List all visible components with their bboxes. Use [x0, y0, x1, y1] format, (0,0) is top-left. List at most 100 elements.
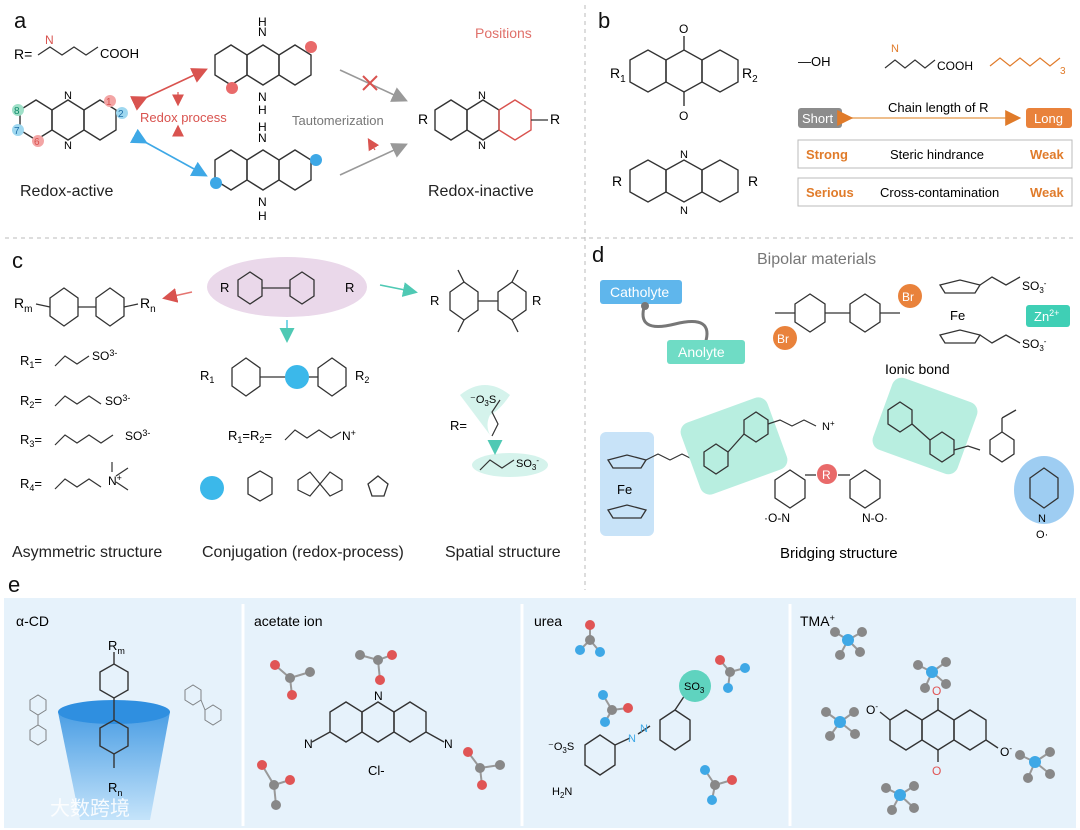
fe-label-ionic: Fe [950, 308, 965, 323]
bottom-n: N [258, 131, 267, 145]
bridging-label: Bridging structure [780, 545, 898, 562]
acetate-molecules [257, 650, 505, 810]
box-urea-title: urea [534, 613, 562, 629]
thiazolothiazole-spacer [297, 471, 343, 497]
so3-top: SO3- [1022, 279, 1047, 295]
redox-arrow-red [130, 68, 208, 111]
box-tma-title: TMA+ [800, 613, 835, 629]
tempo-highlight [1014, 456, 1074, 524]
ext-r2: R2 [355, 368, 369, 385]
steric-right: Weak [1030, 147, 1064, 162]
chloride-label: Cl- [368, 763, 385, 778]
panel-b-letter: b [598, 8, 610, 33]
zn-label: Zn2+ [1034, 308, 1059, 324]
viologen-rn: Rn [140, 295, 156, 315]
long-badge [1026, 108, 1072, 128]
ammonium-n: N+ [822, 419, 835, 433]
crosscon-left: Serious [806, 185, 854, 200]
cooh-b: COOH [937, 59, 973, 73]
crosscon-row [797, 177, 1073, 207]
ferrocene-ionic [938, 276, 1021, 344]
azo-dye [584, 694, 691, 776]
svg-text:Br: Br [777, 332, 789, 346]
urea-h2n: H2N [552, 786, 572, 800]
top-h-bottom: H [258, 103, 267, 117]
inactive-n-top: N [478, 90, 486, 102]
positions-title: Positions [475, 25, 532, 41]
redox-inactive-label: Redox-inactive [428, 183, 534, 200]
svg-text:R1=: R1= [20, 353, 42, 370]
tempo-o-right: O· [1036, 529, 1048, 541]
box-acetate-title: acetate ion [254, 613, 323, 629]
tautomer-arrow-bottom [339, 143, 408, 176]
anolyte-label: Anolyte [678, 344, 725, 360]
peg-subscript: 3 [1060, 66, 1066, 77]
benzene-spacer [247, 470, 273, 502]
short-badge [798, 108, 842, 128]
top-n-bottom: N [258, 90, 267, 104]
position-1: 1 [106, 97, 112, 108]
crosscon-mid: Cross-contamination [880, 185, 999, 200]
r1-r2-n: N+ [342, 428, 356, 443]
phz-r-right: R [748, 173, 758, 189]
viologen-ellipse [207, 257, 367, 317]
viologen-highlight-2 [872, 377, 978, 475]
steric-mid: Steric hindrance [890, 147, 984, 162]
redox-process-label: Redox process [140, 110, 227, 125]
r-group-cooh: COOH [100, 46, 139, 61]
br-bottom [773, 326, 797, 350]
cd-rm: Rm [108, 638, 125, 656]
center-r-left: R [220, 280, 229, 295]
aq-o-minus-left: O- [866, 702, 878, 717]
inactive-r-left: R [418, 111, 428, 127]
urea-molecules [575, 620, 750, 805]
viologen-ionic [775, 293, 900, 333]
phenazine-n-top: N [64, 90, 72, 102]
spatial-r-def: R= [450, 418, 467, 433]
top-h: H [258, 15, 267, 29]
r1-r2-def: R1=R2= [228, 428, 272, 445]
catholyte-label: Catholyte [610, 284, 669, 300]
phenazine-n-bottom: N [64, 140, 72, 152]
position-2: 2 [118, 109, 124, 120]
redox-arrow-blue [129, 128, 208, 177]
cd-rn: Rn [108, 780, 122, 798]
svg-text:SO3-: SO3- [92, 348, 117, 363]
tempo-n-right: N [1038, 513, 1046, 525]
panel-d: d Bipolar materials Catholyte Anolyte Br… [592, 242, 1074, 562]
ester-tempo [989, 409, 1017, 463]
so3-bottom: SO3- [1022, 337, 1047, 353]
aq-o-minus-right: O- [1000, 744, 1012, 759]
r-definition: R= [14, 46, 32, 62]
viologen-rm: Rm [14, 295, 32, 315]
bottom-h-lower: H [258, 209, 267, 223]
position-6: 6 [34, 137, 40, 148]
panel-e: e α-CD acetate ion urea TMA+ Rm Rn [4, 572, 1076, 828]
svg-text:R4=: R4= [20, 476, 42, 493]
svg-text:R3=: R3= [20, 432, 42, 449]
svg-text:R: R [822, 468, 831, 482]
sulfonate-highlight [679, 670, 711, 702]
tautomerization-label: Tautomerization [292, 113, 384, 128]
azo-n2: N [640, 723, 648, 735]
spatial-r-left: R [430, 293, 439, 308]
azo-n1: N [628, 733, 636, 745]
mb-n-right: N [444, 737, 453, 751]
inactive-r-right: R [550, 111, 560, 127]
blue-dot-bottom [210, 177, 222, 189]
dihydrophenazine-bottom [214, 149, 312, 191]
blue-dot-top [310, 154, 322, 166]
center-r-right: R [345, 280, 354, 295]
panel-b: b O O R1 R2 N N R R —OH N COOH 3 Chain [598, 8, 1073, 217]
svg-text:N+: N+ [108, 473, 122, 488]
aq-o-top-e: O [932, 684, 941, 698]
aq-o-bottom: O [679, 109, 688, 123]
urea-o3s: ⁻O3S [548, 741, 574, 755]
conjugation-spacer-dot [285, 365, 309, 389]
box-alpha-cd-title: α-CD [16, 613, 49, 629]
amine-n: N [45, 33, 54, 47]
so3-right: SO3- [516, 456, 539, 472]
steric-row [797, 139, 1073, 169]
svg-text:R2=: R2= [20, 393, 42, 410]
bis-tempo [774, 469, 881, 509]
